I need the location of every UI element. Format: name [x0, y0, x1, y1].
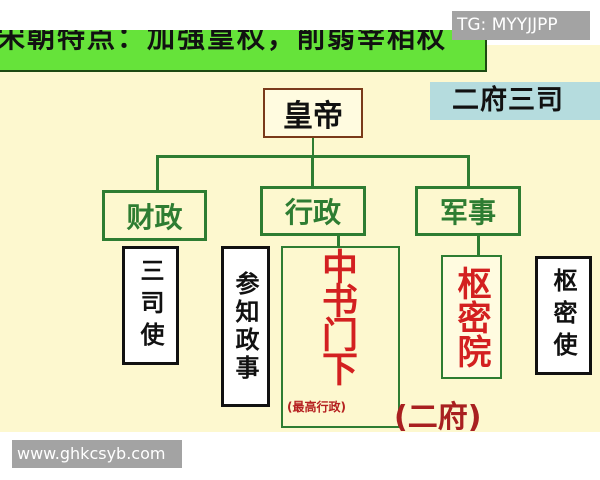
connector [337, 236, 340, 248]
node-administration: 行政 [260, 186, 366, 236]
connector [156, 155, 159, 190]
connector [311, 155, 314, 186]
node-sansishi: 三司使 [122, 246, 179, 365]
node-military: 军事 [415, 186, 521, 236]
node-canzhizhengshi: 参知政事 [221, 246, 270, 407]
title-banner: 宋朝特点：加强皇权，削弱宰相权 [0, 30, 487, 72]
node-zhongshumenxia-box [281, 246, 400, 428]
node-emperor: 皇帝 [263, 88, 363, 138]
node-finance: 财政 [102, 190, 207, 241]
label-erfu-sansi: 二府三司 [430, 82, 600, 120]
connector [477, 236, 480, 256]
note-highest-administration: (最高行政) [287, 400, 346, 414]
watermark-bottom: www.ghkcsyb.com [12, 440, 182, 468]
watermark-top: TG: MYYJJPP [452, 11, 590, 40]
node-shumishi: 枢密使 [535, 256, 592, 375]
connector [312, 138, 314, 156]
node-zhongshumenxia: 中书门下 [316, 248, 357, 384]
note-erfu: (二府) [394, 400, 482, 435]
banner-text: 宋朝特点：加强皇权，削弱宰相权 [0, 30, 448, 54]
connector [467, 155, 470, 186]
node-shumiyuan: 枢密院 [441, 255, 502, 379]
